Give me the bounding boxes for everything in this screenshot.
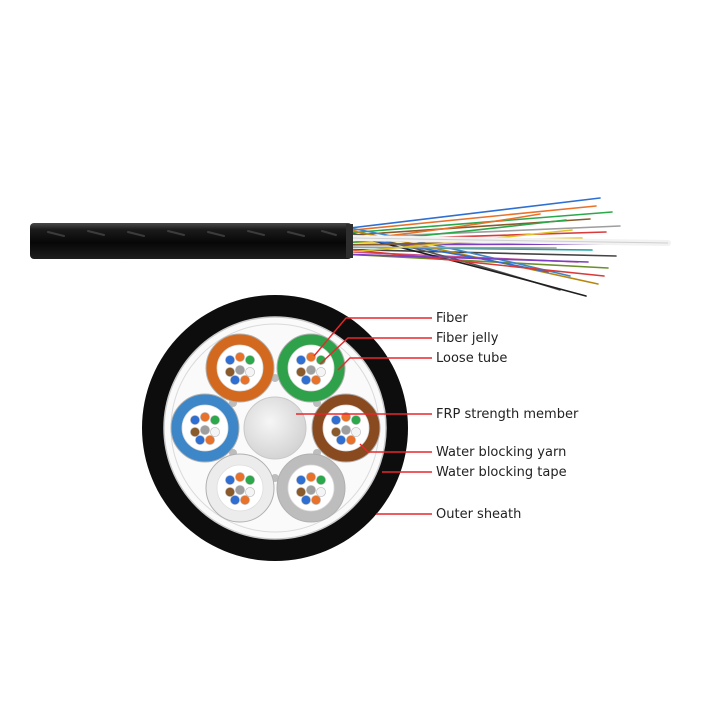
fiber-strand [349,253,589,263]
fiber-core [240,495,250,505]
fiber-core [296,475,306,485]
callout-leaders [296,317,432,515]
loose-tube [276,333,346,403]
fiber-core [235,365,245,375]
fiber-core [210,427,220,437]
frp-strength-member-core [243,396,307,460]
label-fiber-jelly: Fiber jelly [436,331,499,346]
leader-line [313,317,432,357]
leader-line [337,357,432,371]
fiber-core [341,425,351,435]
fiber-core [200,412,210,422]
fiber-core [311,375,321,385]
fiber-core [225,367,235,377]
fiber-core [200,425,210,435]
leader-line [319,337,432,365]
label-water-blocking-yarn: Water blocking yarn [436,445,566,460]
fiber-core [296,487,306,497]
fiber-core [316,367,326,377]
cable-cross-section [142,295,408,561]
fiber-strand [349,197,601,229]
fiber-core [306,472,316,482]
fiber-core [311,495,321,505]
loose-tube [276,453,346,523]
loose-tube [170,393,240,463]
label-fiber: Fiber [436,311,468,326]
label-frp-strength-member: FRP strength member [436,407,579,422]
loose-tube [311,393,381,463]
cable-jacket [30,223,352,259]
fiber-core [225,475,235,485]
fiber-strand [349,248,605,277]
fiber-core [296,355,306,365]
fiber-core [225,487,235,497]
fiber-core [351,415,361,425]
fiber-strand [349,205,597,232]
fiber-core [245,487,255,497]
loose-tube [205,333,275,403]
fiber-core [190,427,200,437]
loose-tubes [170,333,381,523]
fiber-core [190,415,200,425]
fiber-core [240,375,250,385]
fiber-core [230,375,240,385]
fiber-core [301,375,311,385]
fiber-core [331,427,341,437]
fiber-core [210,415,220,425]
fiber-core [306,365,316,375]
jacket-texture [47,230,337,237]
fiber-strand [349,246,557,249]
fiber-core [336,435,346,445]
fiber-core [225,355,235,365]
fiber-core [316,475,326,485]
fiber-core [306,485,316,495]
fiber-core [235,485,245,495]
fiber-core [316,355,326,365]
fiber-core [346,435,356,445]
fiber-core [235,352,245,362]
label-loose-tube: Loose tube [436,351,507,366]
fiber-core [195,435,205,445]
fiber-core [230,495,240,505]
exposed-fiber-strands [349,197,671,297]
fiber-core [306,352,316,362]
cable-side-view [30,197,671,297]
fiber-core [331,415,341,425]
label-outer-sheath: Outer sheath [436,507,521,522]
label-water-blocking-tape: Water blocking tape [436,465,567,480]
fiber-core [235,472,245,482]
fiber-strand [349,211,613,234]
fiber-core [245,355,255,365]
fiber-core [351,427,361,437]
fiber-core [245,475,255,485]
central-strength-rod-edge [351,237,669,244]
fiber-core [205,435,215,445]
loose-tube [205,453,275,523]
leader-line [359,443,432,453]
fiber-core [316,487,326,497]
callout-labels: Fiber Fiber jelly Loose tube FRP strengt… [436,311,579,522]
fiber-core [296,367,306,377]
fiber-strand [349,229,573,253]
fiber-core [301,495,311,505]
fiber-core [245,367,255,377]
water-blocking-yarn-dots [229,374,321,482]
jacket-cut-edge [346,224,353,258]
